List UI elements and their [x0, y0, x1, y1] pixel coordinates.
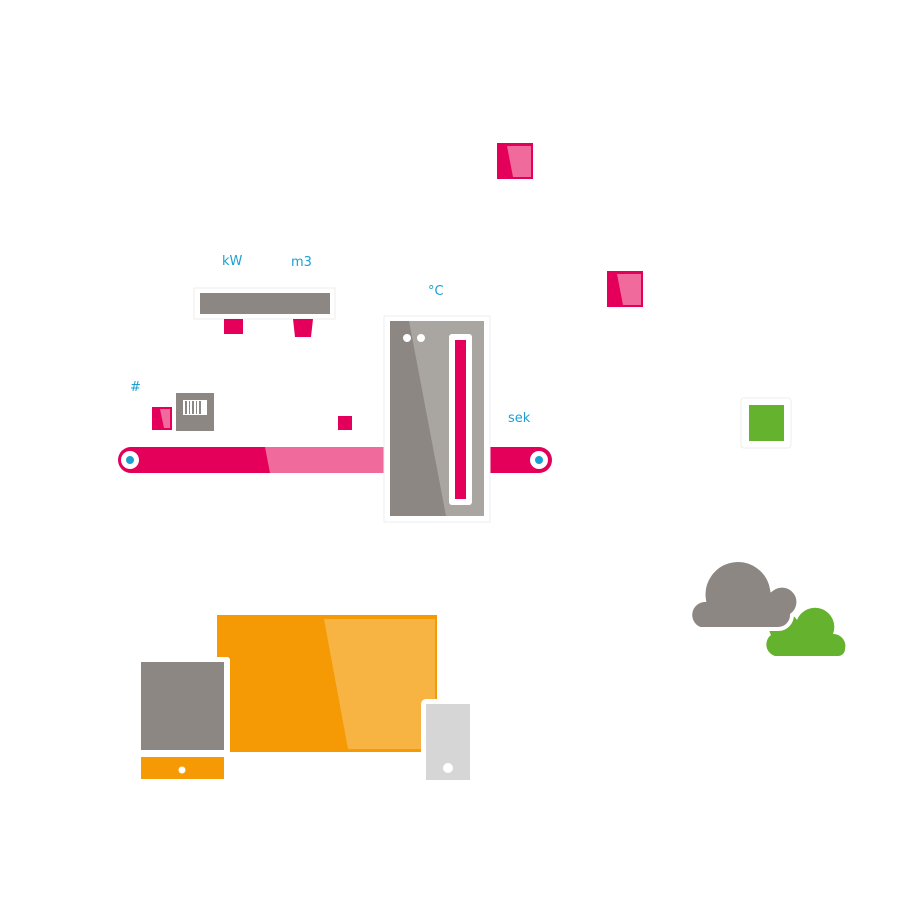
- product-box-icon: [495, 141, 535, 181]
- thermometer-icon: [449, 334, 472, 505]
- barcode-scanner-icon: [176, 393, 214, 431]
- hash-label: #: [130, 380, 141, 395]
- product-box-icon: [152, 407, 172, 430]
- product-box-icon: [338, 416, 352, 430]
- product-box-icon: [605, 269, 645, 309]
- sensor-bar-icon: [193, 287, 336, 337]
- tablet-icon: [135, 657, 230, 784]
- seconds-label: sek: [508, 411, 531, 426]
- oven-icon: [383, 315, 491, 523]
- desktop-monitor-icon: [217, 615, 437, 752]
- cloud-icon: [688, 558, 801, 631]
- m3-label: m3: [291, 255, 312, 270]
- celsius-label: °C: [428, 284, 444, 299]
- smartphone-icon: [421, 699, 476, 784]
- status-indicator-icon: [740, 397, 792, 449]
- kw-label: kW: [222, 254, 243, 269]
